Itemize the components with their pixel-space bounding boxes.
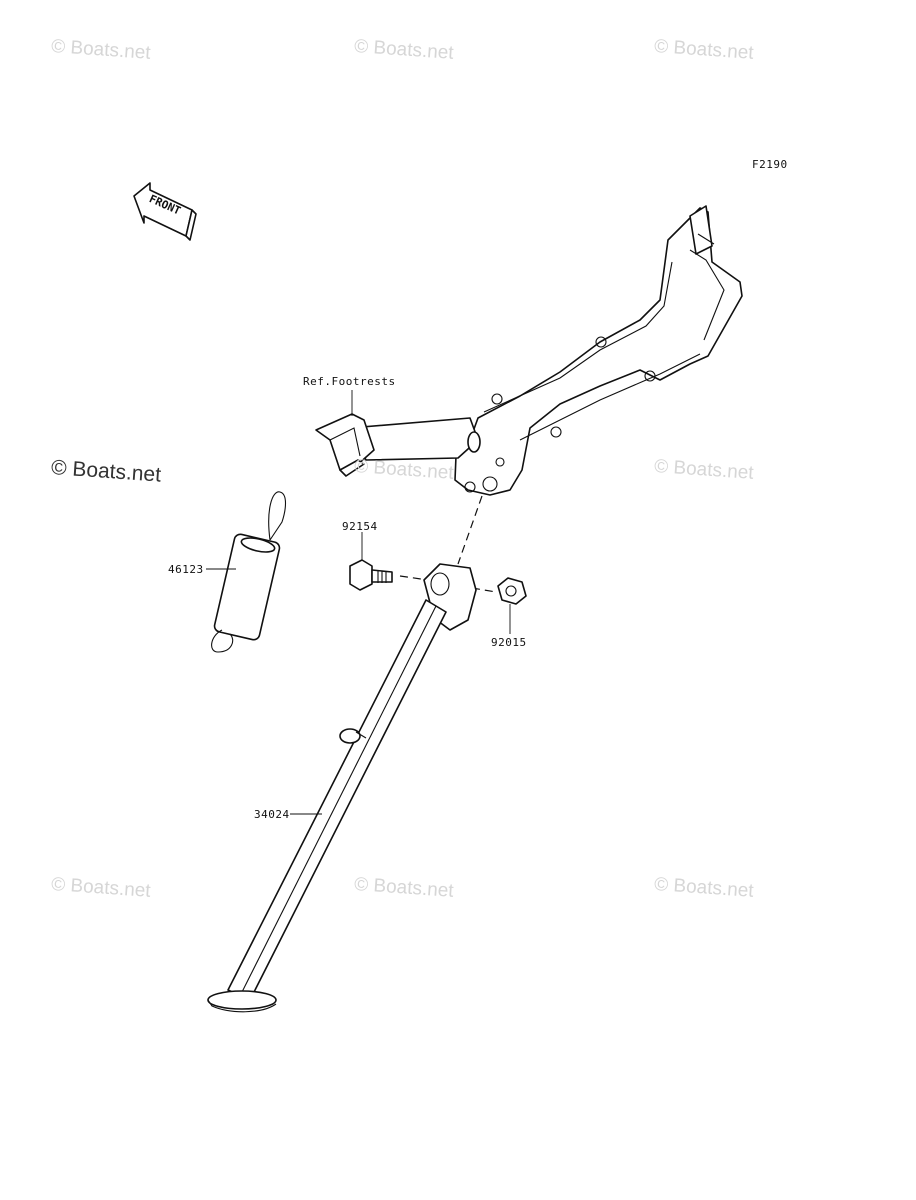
figure-code: F2190 — [752, 158, 788, 171]
pivot-dashed-line — [457, 495, 483, 565]
spring-drawing — [211, 491, 287, 653]
nut-drawing — [497, 577, 527, 605]
front-arrow-icon: FRONT — [133, 182, 197, 241]
part-label-bolt: 92154 — [342, 520, 378, 533]
part-label-nut: 92015 — [491, 636, 527, 649]
part-label-spring: 46123 — [168, 563, 204, 576]
part-label-ref-footrests: Ref.Footrests — [303, 375, 396, 388]
footrest-bracket-drawing — [315, 205, 743, 496]
part-label-side-stand: 34024 — [254, 808, 290, 821]
bolt-axis-dash — [399, 575, 429, 581]
side-stand-drawing — [207, 563, 477, 1013]
bolt-drawing — [349, 559, 393, 591]
